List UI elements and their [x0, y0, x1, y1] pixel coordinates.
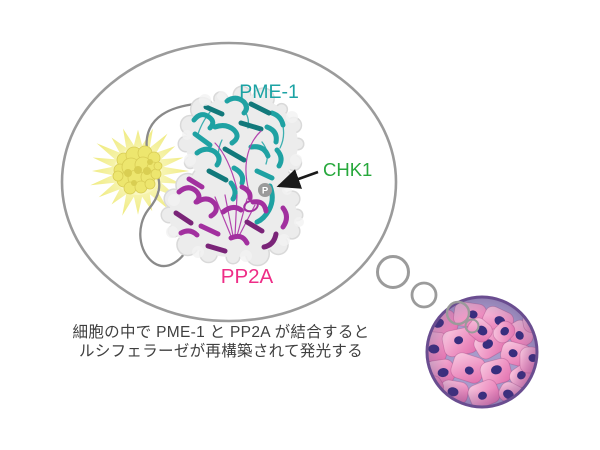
pme1-label: PME-1	[239, 81, 299, 103]
chk1-label: CHK1	[323, 159, 372, 180]
caption-line-2: ルシフェラーゼが再構築されて発光する	[79, 342, 363, 360]
caption: 細胞の中で PME-1 と PP2A が結合すると ルシフェラーゼが再構築されて…	[60, 324, 382, 361]
thought-bubble-trail	[376, 255, 438, 309]
thought-bubble-trail-small	[445, 300, 480, 334]
pp2a-label: PP2A	[221, 265, 274, 288]
chk1-arrow-icon	[276, 169, 319, 189]
phosphorylation-badge: P	[258, 183, 272, 197]
pp2a-protein-structure	[173, 130, 289, 254]
cell-micrograph	[425, 295, 539, 409]
linker-line	[139, 102, 197, 268]
luciferase-protein-icon	[112, 145, 163, 195]
protein-surface-highlights	[166, 91, 304, 262]
pme1-protein-structure	[191, 95, 286, 225]
phospho-label: P	[262, 186, 269, 197]
caption-line-1: 細胞の中で PME-1 と PP2A が結合すると	[72, 324, 370, 341]
